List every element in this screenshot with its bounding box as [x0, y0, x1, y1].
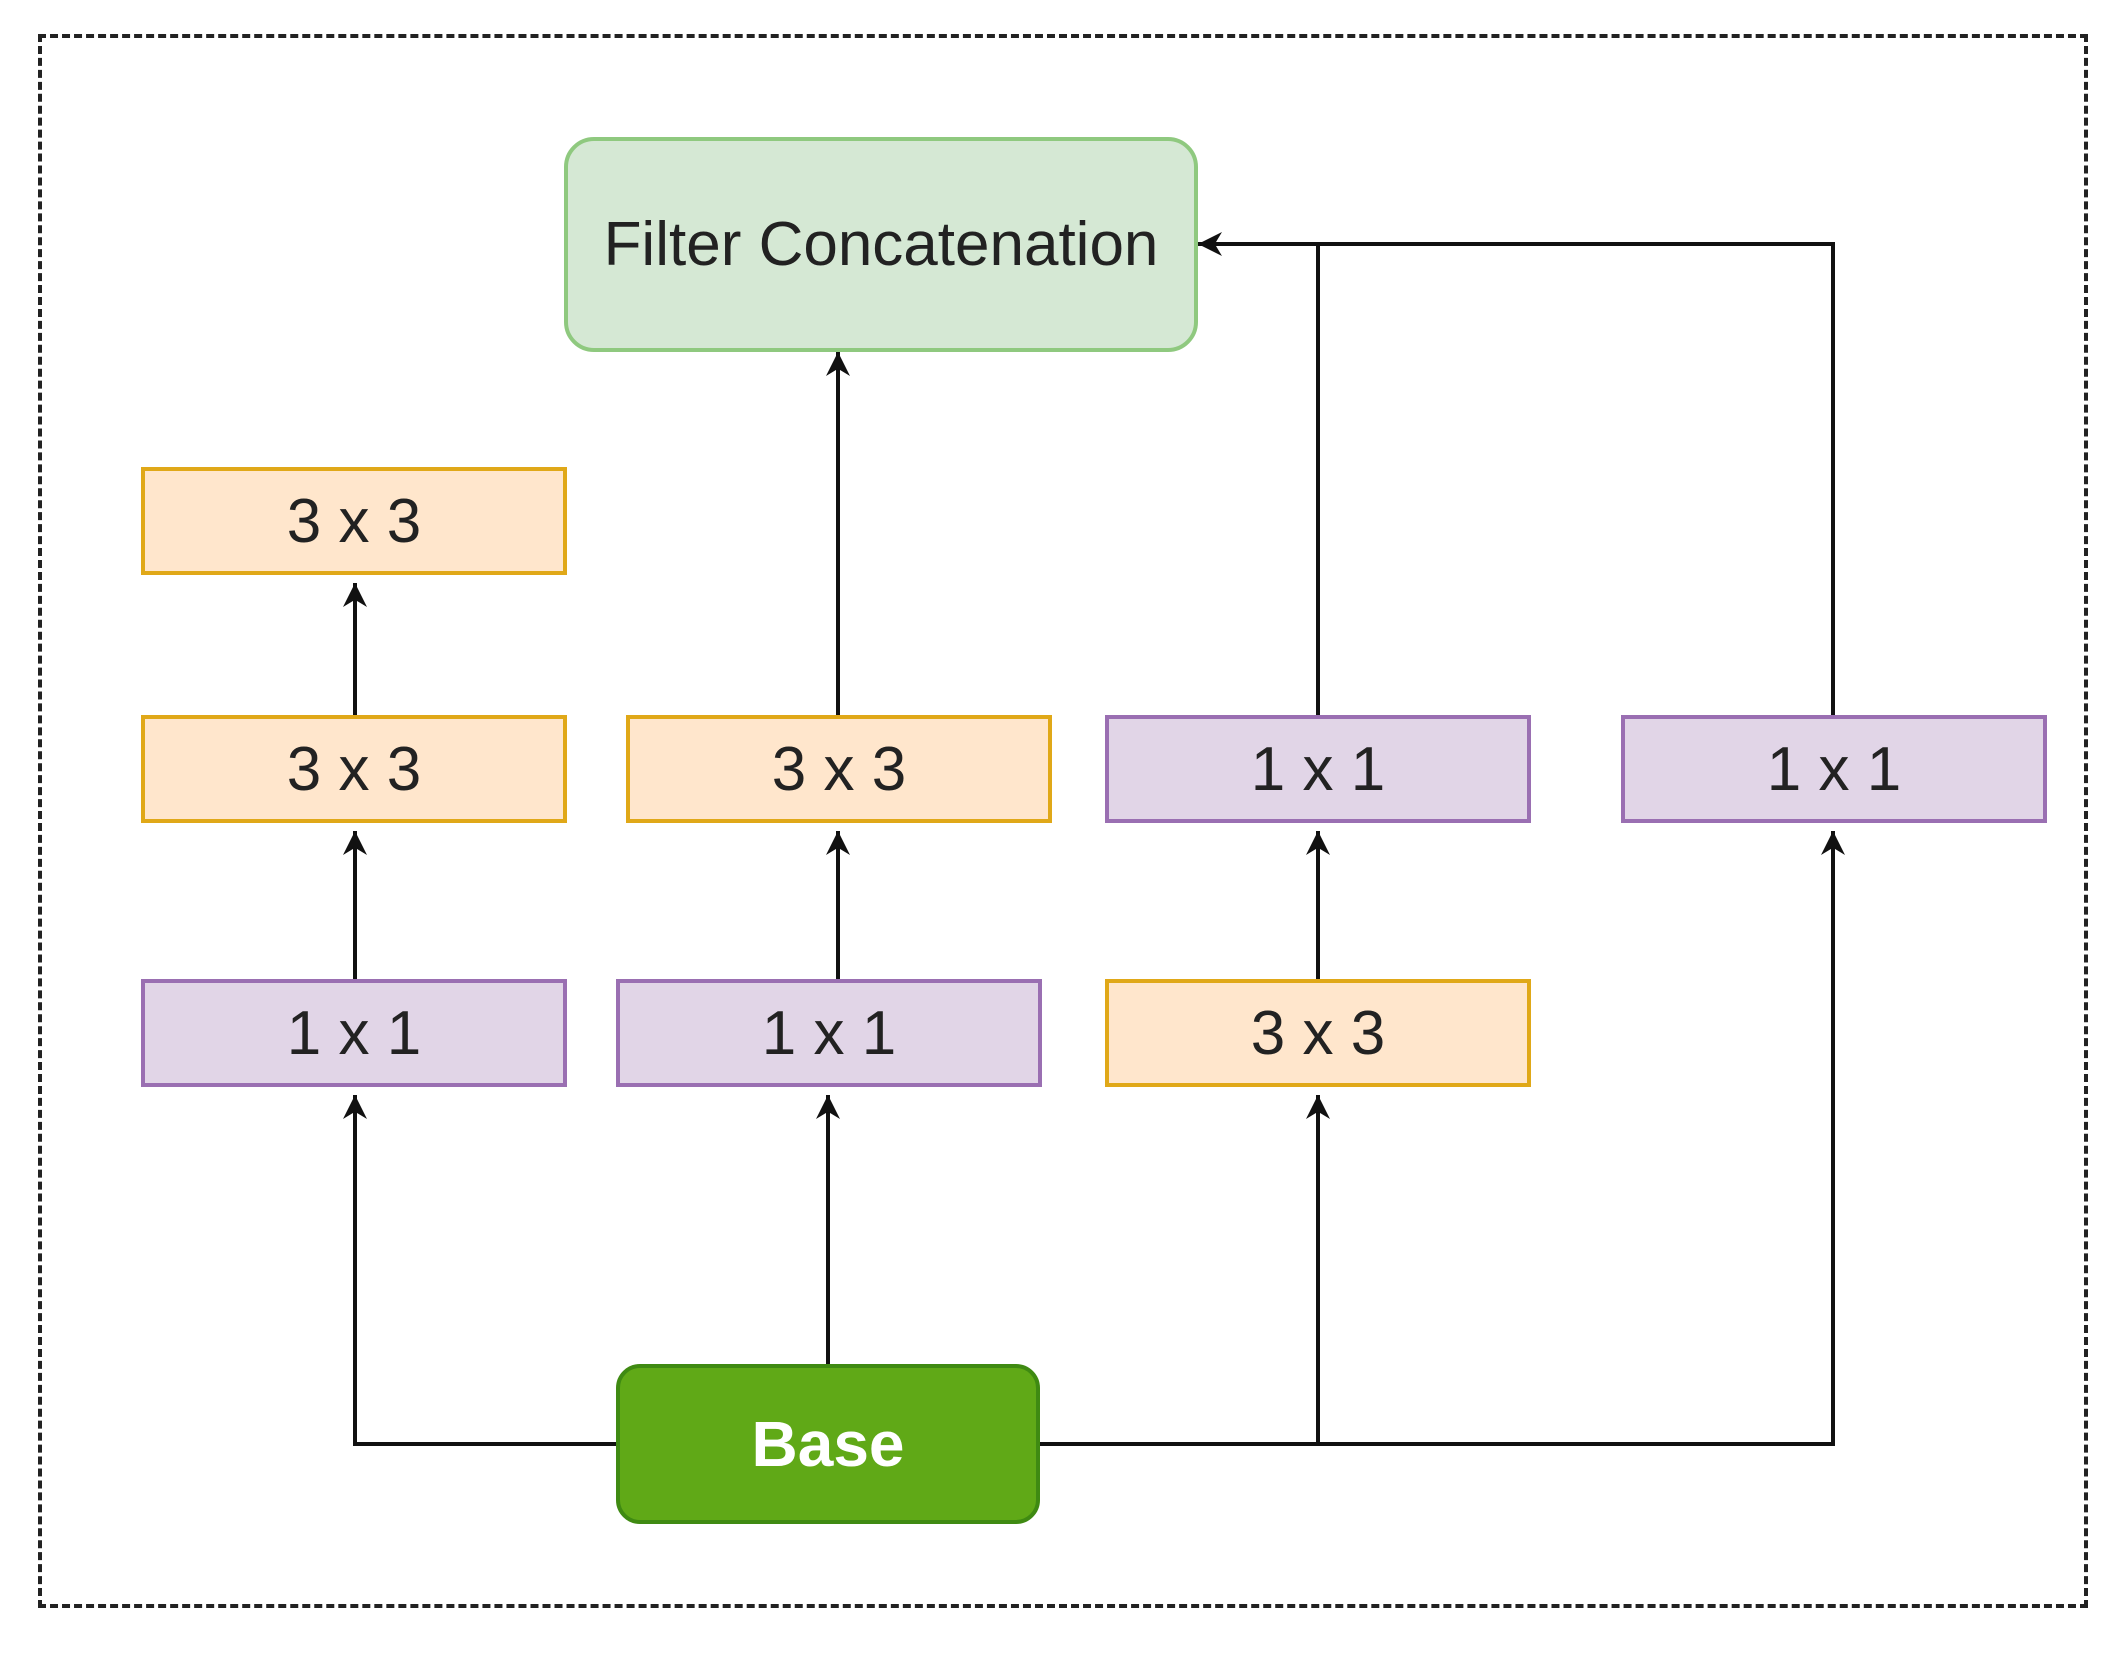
- branch3-bottom-conv-node[interactable]: 3 x 3: [1105, 979, 1531, 1087]
- branch1-top-conv-label: 3 x 3: [286, 486, 422, 556]
- branch1-bottom-conv-node[interactable]: 1 x 1: [141, 979, 567, 1087]
- edge-base-to-branch4: [1318, 831, 1845, 1446]
- base-label: Base: [751, 1408, 905, 1480]
- branch4-mid-conv-label: 1 x 1: [1766, 734, 1902, 804]
- branch2-bottom-conv-label: 1 x 1: [761, 998, 897, 1068]
- edge-base-to-branch1: [343, 1095, 616, 1446]
- branch4-mid-conv-node[interactable]: 1 x 1: [1621, 715, 2047, 823]
- branch2-bottom-conv-node[interactable]: 1 x 1: [616, 979, 1042, 1087]
- branch1-top-conv-node[interactable]: 3 x 3: [141, 467, 567, 575]
- edge-branch4-to-concat: [1318, 242, 1835, 715]
- branch2-mid-conv-label: 3 x 3: [771, 734, 907, 804]
- branch1-mid-conv-label: 3 x 3: [286, 734, 422, 804]
- branch1-mid-conv-node[interactable]: 3 x 3: [141, 715, 567, 823]
- branch2-mid-conv-node[interactable]: 3 x 3: [626, 715, 1052, 823]
- base-node[interactable]: Base: [616, 1364, 1040, 1524]
- filter-concatenation-node[interactable]: Filter Concatenation: [564, 137, 1198, 352]
- branch3-mid-conv-label: 1 x 1: [1250, 734, 1386, 804]
- edge-branch3-mid-to-concat: [1198, 232, 1320, 715]
- filter-concatenation-label: Filter Concatenation: [603, 210, 1159, 279]
- dashed-frame: [38, 34, 2088, 1608]
- edge-base-to-branch3: [1040, 1095, 1330, 1446]
- branch1-bottom-conv-label: 1 x 1: [286, 998, 422, 1068]
- branch3-bottom-conv-label: 3 x 3: [1250, 998, 1386, 1068]
- branch3-mid-conv-node[interactable]: 1 x 1: [1105, 715, 1531, 823]
